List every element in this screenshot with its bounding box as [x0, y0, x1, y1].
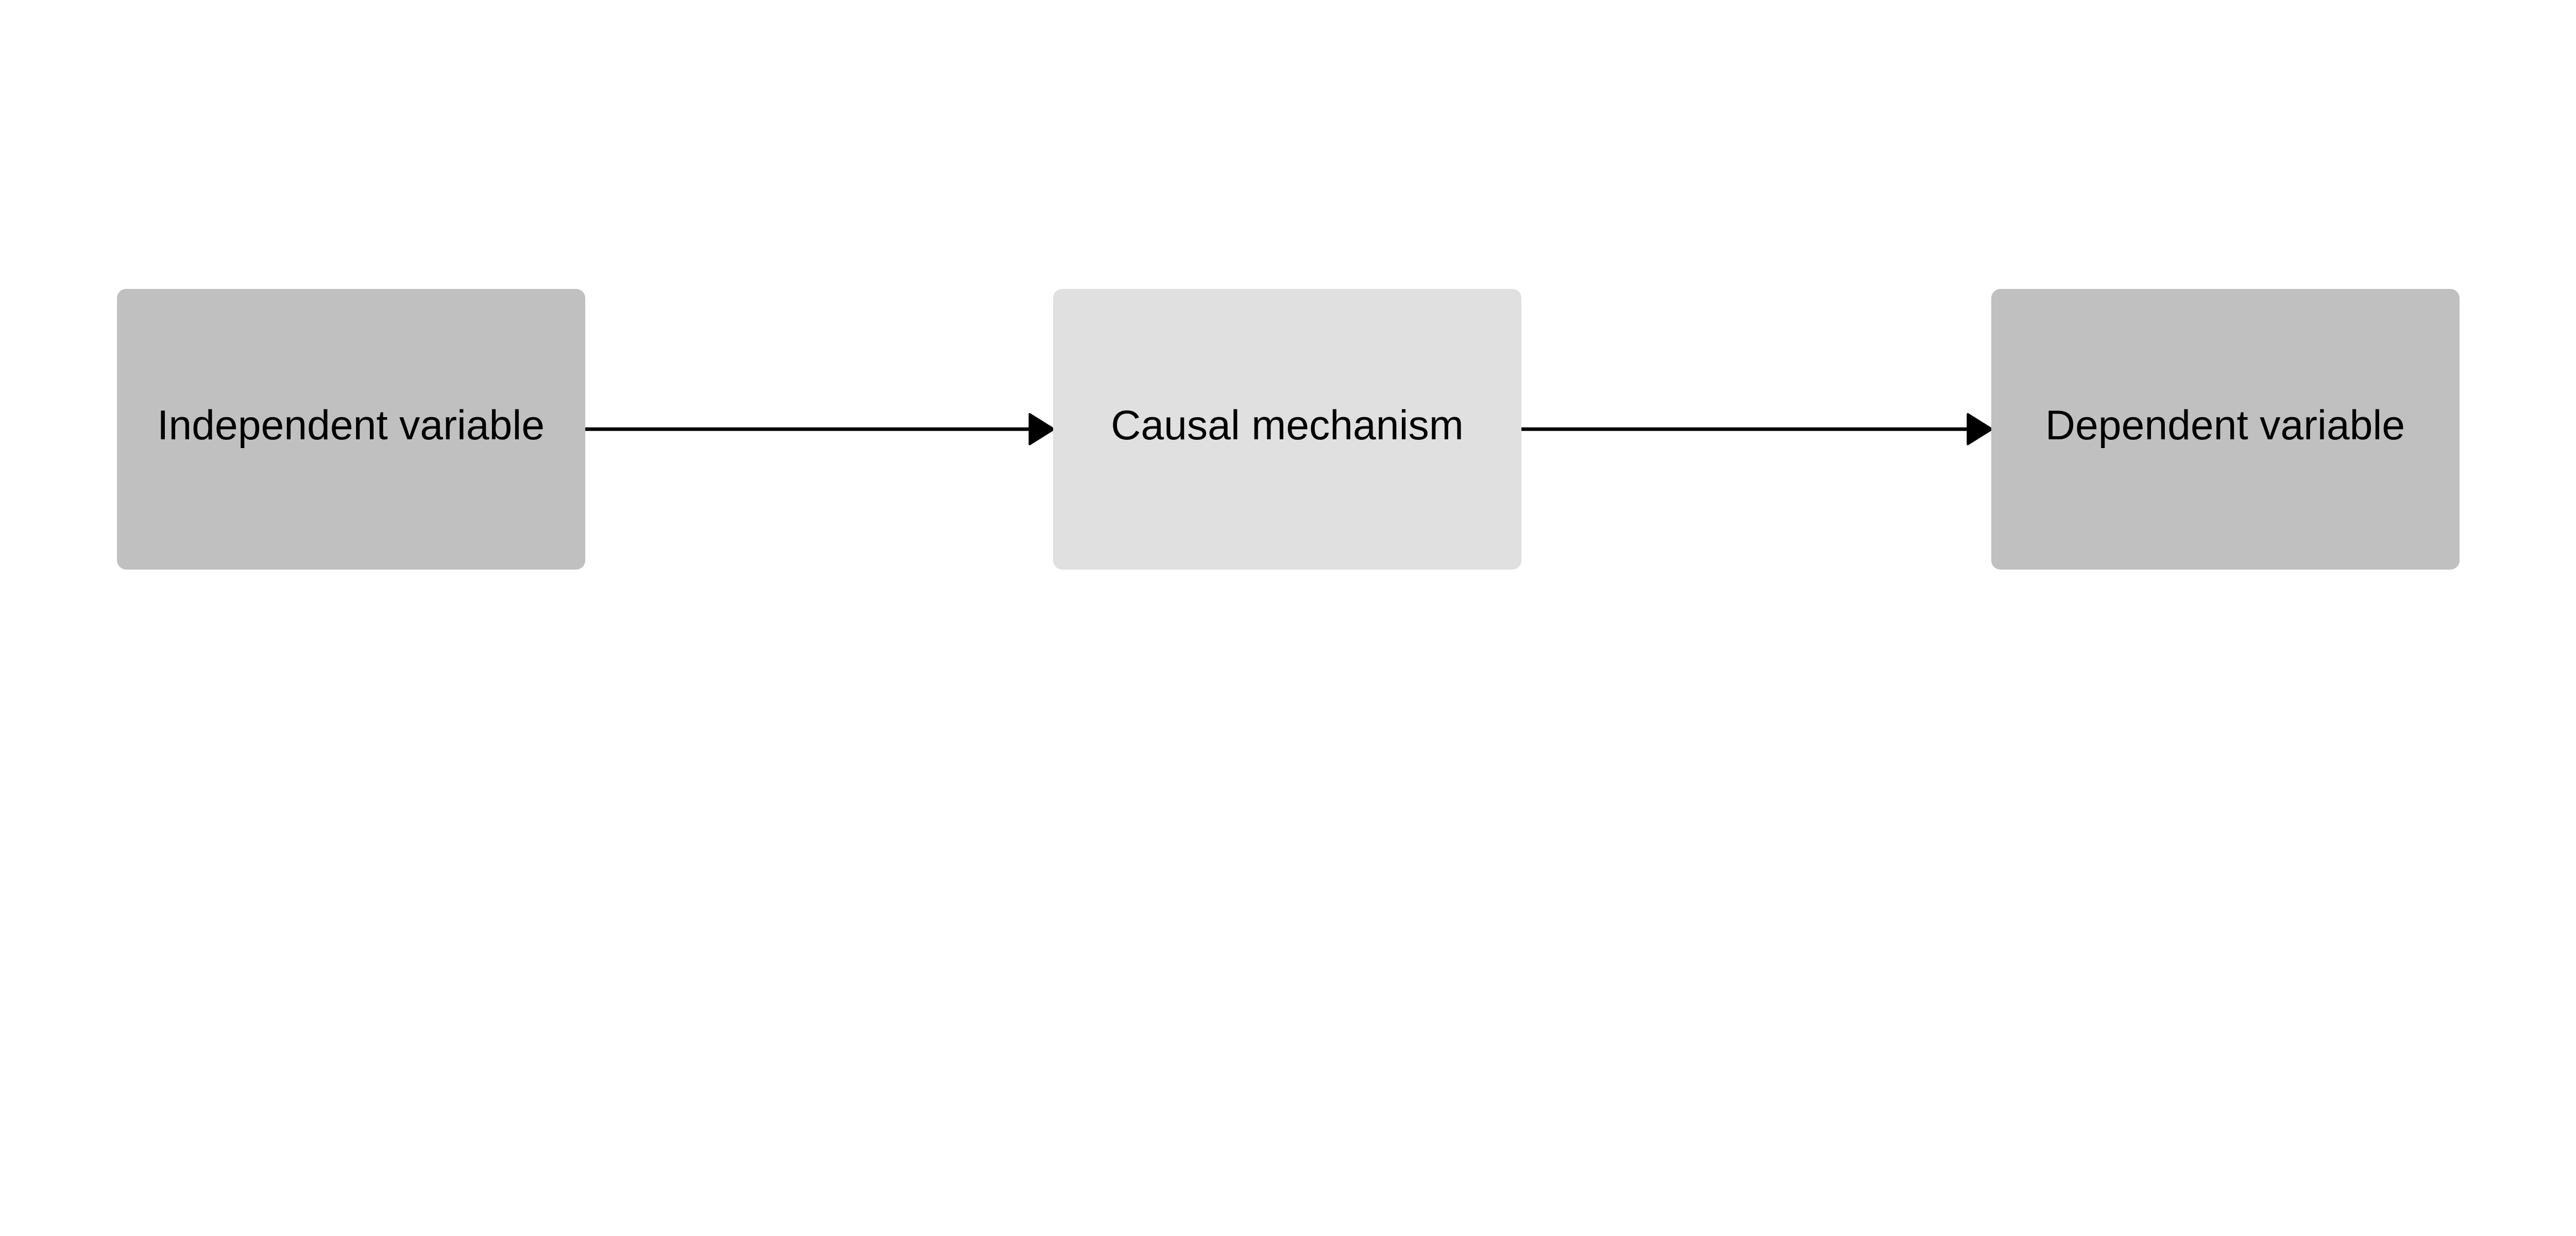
node-label: Dependent variable [2045, 402, 2405, 449]
node-independent-variable: Independent variable [116, 289, 585, 570]
diagram-canvas: Independent variable Causal mechanism De… [116, 289, 2460, 570]
arrowhead-icon [1967, 413, 1993, 445]
arrow-mechanism-to-dependent [1519, 413, 1993, 445]
arrowhead-icon [1028, 413, 1055, 445]
node-causal-mechanism: Causal mechanism [1053, 289, 1521, 570]
node-label: Causal mechanism [1111, 402, 1464, 449]
edges-layer [583, 413, 1993, 445]
arrow-independent-to-mechanism [583, 413, 1055, 445]
node-label: Independent variable [157, 402, 545, 449]
node-dependent-variable: Dependent variable [1991, 289, 2460, 570]
